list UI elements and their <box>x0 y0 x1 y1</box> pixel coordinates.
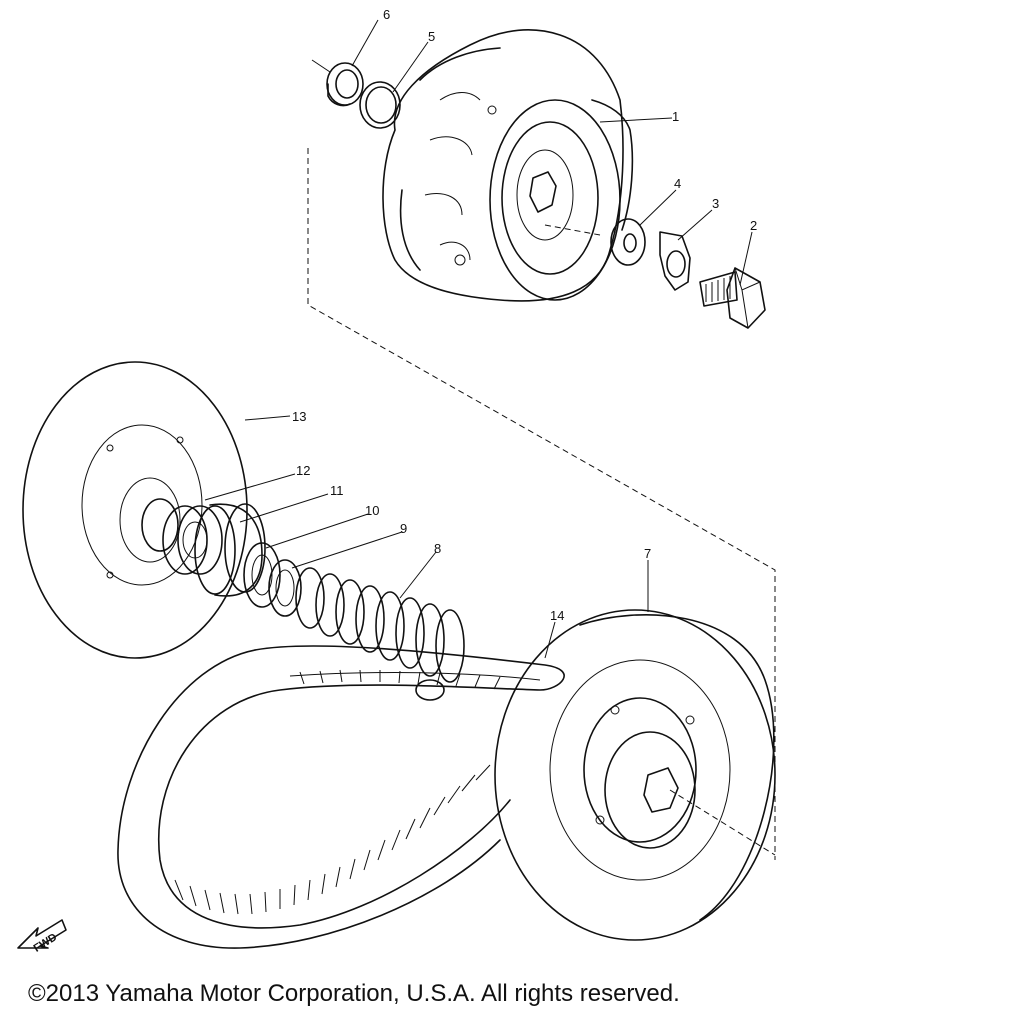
leader-lines <box>204 19 753 659</box>
part-9-washer <box>268 559 302 617</box>
part-10-washer <box>243 542 281 608</box>
part-13-sheave-disc <box>22 361 248 659</box>
fwd-arrow-icon: FWD <box>17 919 67 955</box>
part-2-bolt <box>699 267 766 329</box>
callout-4: 4 <box>674 176 681 191</box>
callout-7: 7 <box>644 546 651 561</box>
callout-10: 10 <box>365 503 379 518</box>
callout-12: 12 <box>296 463 310 478</box>
part-4-washer <box>610 218 646 266</box>
callout-numbers: 6 5 1 4 3 2 13 12 11 10 9 8 7 14 <box>292 7 757 623</box>
assembly-guide-lines <box>307 148 776 860</box>
part-5-circlip <box>359 81 401 129</box>
part-1-housing <box>382 29 634 302</box>
callout-5: 5 <box>428 29 435 44</box>
part-7-secondary-sheave <box>494 609 776 941</box>
part-3-lock-washer <box>659 231 691 291</box>
callout-13: 13 <box>292 409 306 424</box>
part-12-collar <box>162 505 223 575</box>
callout-11: 11 <box>330 483 344 498</box>
callout-8: 8 <box>434 541 441 556</box>
part-14-v-belt <box>117 645 565 949</box>
callout-3: 3 <box>712 196 719 211</box>
callout-9: 9 <box>400 521 407 536</box>
callout-2: 2 <box>750 218 757 233</box>
callout-6: 6 <box>383 7 390 22</box>
part-8-spring <box>295 567 465 683</box>
callout-1: 1 <box>672 109 679 124</box>
callout-14: 14 <box>550 608 564 623</box>
part-6-oil-seal <box>311 59 364 107</box>
copyright-notice: ©2013 Yamaha Motor Corporation, U.S.A. A… <box>28 980 680 1007</box>
